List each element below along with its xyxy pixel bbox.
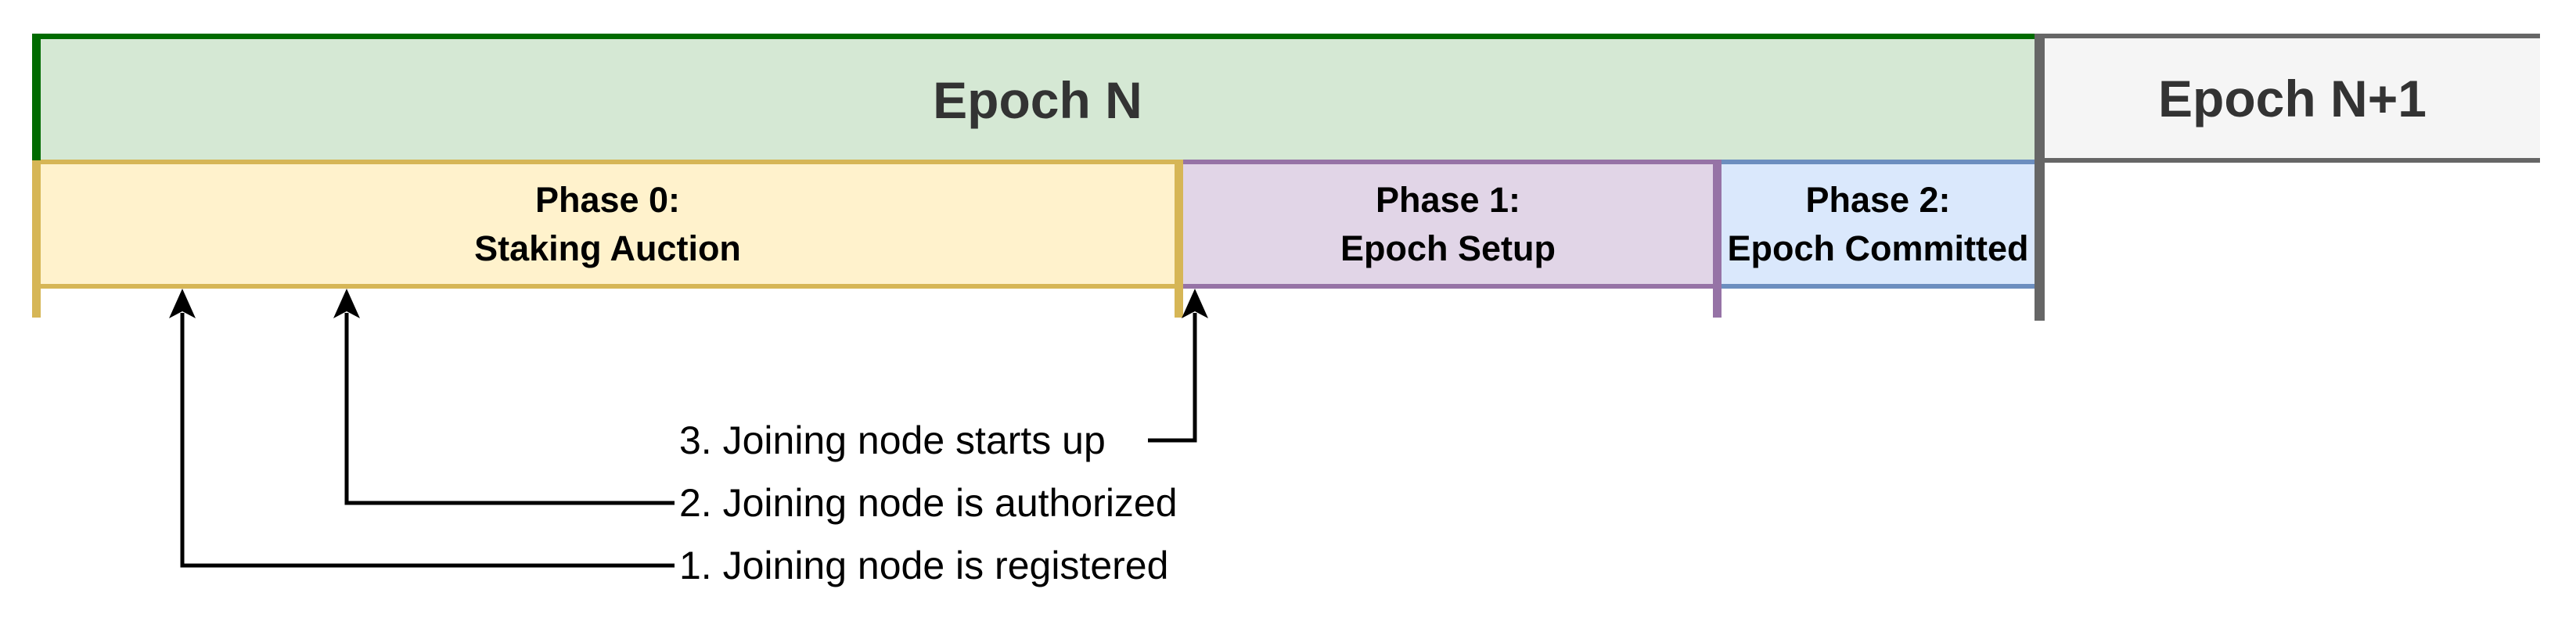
phase-1-label-line2: Epoch Setup [1340, 228, 1556, 268]
annotation-3-label: 3. Joining node starts up [679, 418, 1106, 462]
epoch-n-bar: Epoch N [41, 34, 2035, 160]
annotation-2-label: 2. Joining node is authorized [679, 481, 1178, 525]
phase-0-box: Phase 0: Staking Auction [41, 160, 1175, 289]
epoch-n-start-marker [32, 34, 41, 160]
arrow-3-head [1182, 289, 1208, 318]
arrow-2-head [333, 289, 360, 318]
phase-1-label-line1: Phase 1: [1375, 179, 1521, 220]
phase-1-box: Phase 1: Epoch Setup [1183, 160, 1713, 289]
arrow-1-line [180, 313, 675, 568]
arrow-2-line [344, 313, 675, 505]
epoch-n-plus-1-box: Epoch N+1 [2045, 34, 2540, 163]
annotation-1-label: 1. Joining node is registered [679, 544, 1169, 587]
phase-2-label-line1: Phase 2: [1805, 179, 1951, 220]
phase-0-label-line1: Phase 0: [534, 179, 681, 220]
arrow-3-line [1148, 313, 1197, 443]
phase-2-box: Phase 2: Epoch Committed [1722, 160, 2035, 289]
epoch-n-label: Epoch N [933, 70, 1142, 129]
phase-1-2-divider [1713, 160, 1722, 318]
epoch-n-plus-1-label: Epoch N+1 [2158, 69, 2427, 127]
phase-0-start-marker [32, 160, 41, 318]
phase-0-1-divider [1175, 160, 1183, 318]
phase-2-label-line2: Epoch Committed [1727, 228, 2029, 268]
phase-0-label-line2: Staking Auction [474, 228, 741, 268]
arrow-1-head [169, 289, 196, 318]
epoch-boundary-divider [2035, 34, 2045, 321]
